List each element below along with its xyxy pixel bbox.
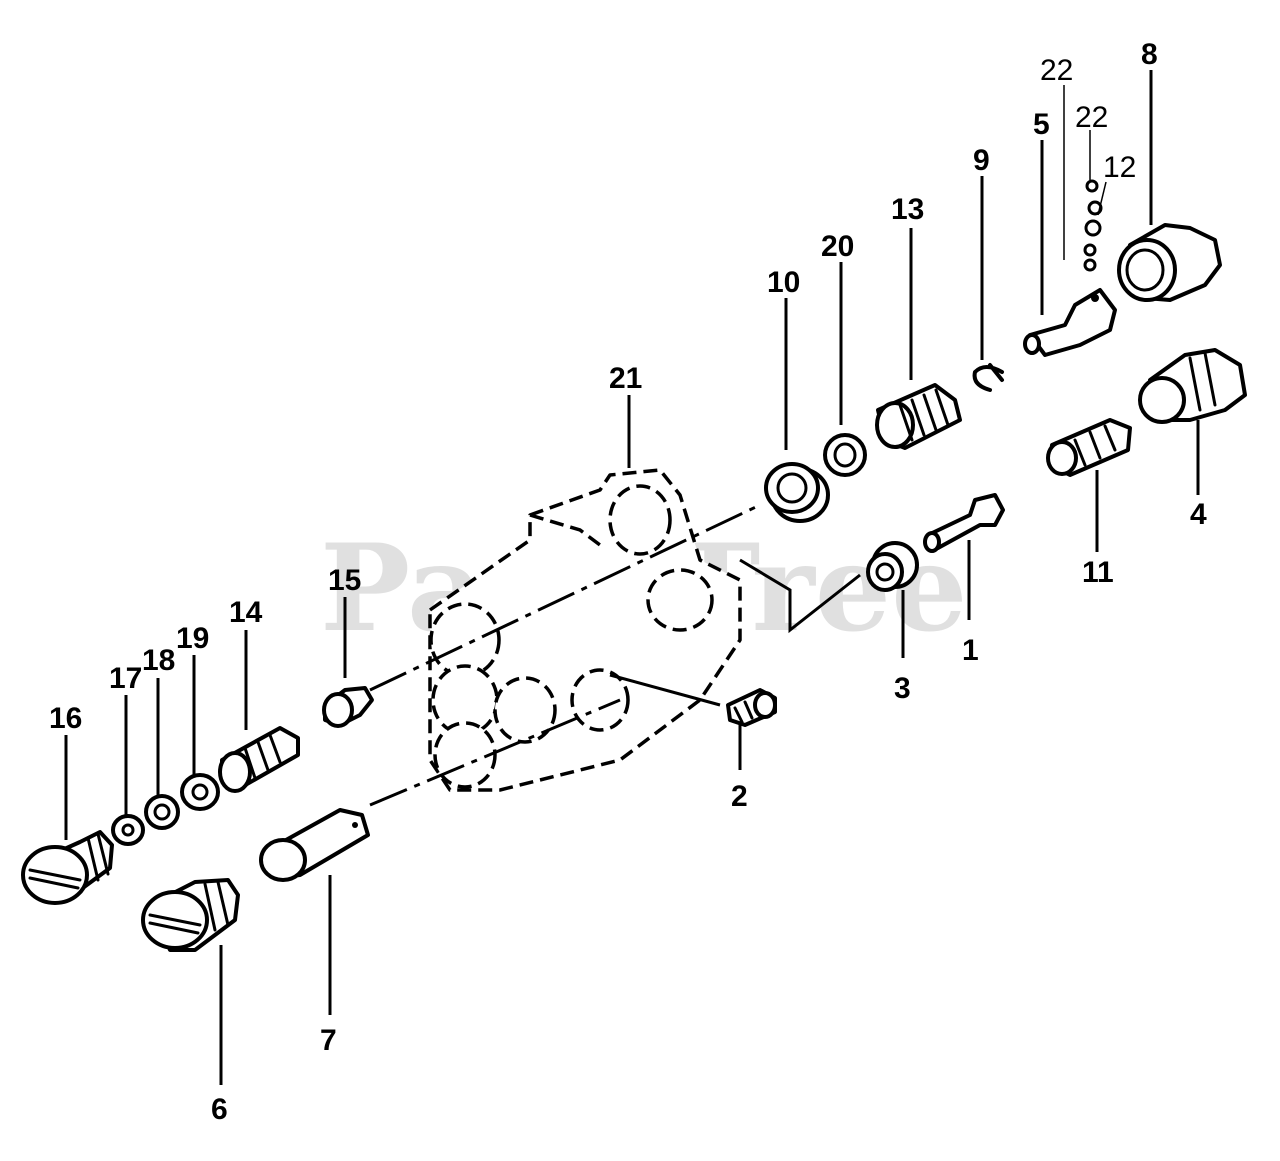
seal-10[interactable] [764,462,830,523]
callout-1: 1 [962,634,979,667]
callout-6: 6 [211,1093,228,1126]
centerline-upper [369,503,761,692]
callout-2: 2 [731,780,748,813]
plug-15[interactable] [322,686,374,728]
callout-12: 12 [1103,151,1136,184]
plug-screw-6[interactable] [141,878,240,952]
bushing-3[interactable] [866,541,919,592]
callout-14: 14 [229,596,263,629]
callout-8: 8 [1141,38,1158,71]
callout-22-top: 22 [1040,54,1073,87]
leader-lines [64,70,1200,1085]
plug-2[interactable] [726,688,777,727]
callout-21: 21 [609,362,642,395]
spring-13[interactable] [875,383,962,450]
clip-9[interactable] [972,363,1004,392]
callout-5: 5 [1033,108,1050,141]
fitting-4[interactable] [1138,348,1247,424]
poppet-5[interactable] [1023,288,1117,357]
callout-15: 15 [328,564,361,597]
callout-16: 16 [49,702,82,735]
valve-body-21[interactable] [428,468,742,792]
adjusting-screw-16[interactable] [21,830,114,905]
leader-2 [609,673,721,707]
spring-11[interactable] [1046,418,1132,477]
washer-20[interactable] [823,433,867,477]
callout-9: 9 [973,144,990,177]
centerline-lower [369,698,621,807]
callout-11: 11 [1082,556,1114,589]
fitting-8[interactable] [1117,223,1222,302]
zigzag-leader [739,558,861,634]
pin-1[interactable] [923,493,1005,553]
callout-20: 20 [821,230,854,263]
callout-22-mid: 22 [1075,101,1108,134]
callout-19: 19 [176,622,209,655]
callout-7: 7 [320,1024,337,1057]
callout-18: 18 [142,644,175,677]
ball-stack-22-12[interactable] [1083,179,1103,272]
callout-10: 10 [767,266,800,299]
callout-13: 13 [891,193,924,226]
spool-7[interactable] [259,808,370,882]
callout-4: 4 [1190,498,1207,531]
spring-14[interactable] [218,726,300,793]
washer-19[interactable] [180,773,220,811]
callout-17: 17 [109,662,142,695]
callout-3: 3 [894,672,911,705]
callout-labels: 21 10 20 13 9 5 22 22 12 8 4 11 1 3 2 15… [49,38,1207,1126]
washer-17[interactable] [111,814,145,846]
washer-18[interactable] [144,794,180,830]
